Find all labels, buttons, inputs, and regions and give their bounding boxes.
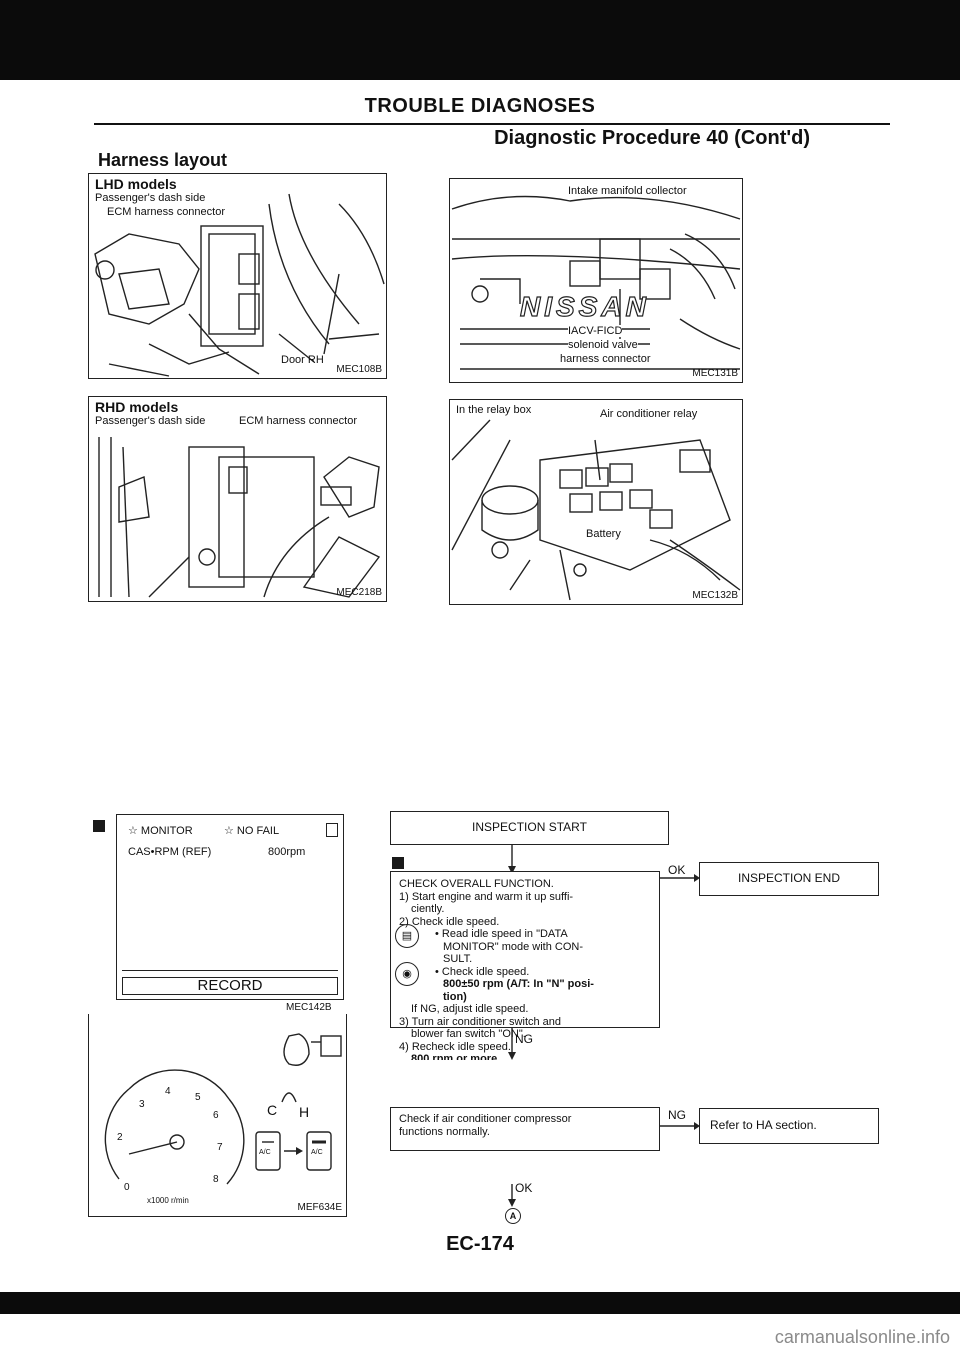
check-line-2: ciently. — [411, 903, 445, 915]
lhd-label-door: Door RH — [281, 354, 324, 366]
rhd-figure: RHD models Passenger's dash side ECM har… — [88, 396, 387, 602]
ch-label-h: H — [299, 1104, 310, 1120]
consult-tool-icon: ▤ — [395, 924, 419, 948]
check-line-0: CHECK OVERALL FUNCTION. — [399, 878, 554, 890]
inspection-start-label: INSPECTION START — [472, 820, 587, 834]
lhd-title: LHD models — [95, 176, 177, 192]
connector-a-icon: A — [505, 1208, 521, 1224]
tach-num-6: 6 — [213, 1110, 219, 1121]
compressor-line-1: functions normally. — [399, 1125, 490, 1138]
intake-label-harness: harness connector — [560, 353, 651, 365]
consult-checkbox[interactable] — [326, 823, 338, 837]
consult-code: MEC142B — [286, 1002, 332, 1013]
relay-label-box: In the relay box — [456, 404, 532, 416]
inspection-end-label: INSPECTION END — [737, 871, 840, 885]
title-rule — [94, 123, 890, 125]
inspection-end-box: INSPECTION END — [699, 862, 879, 896]
check-line-6: SULT. — [443, 953, 473, 965]
record-button[interactable]: RECORD — [122, 977, 338, 995]
consult-nofail: ☆ NO FAIL — [224, 825, 280, 837]
tach-num-2: 2 — [117, 1132, 123, 1143]
arrow-icon — [296, 1147, 303, 1155]
intake-label-collector: Intake manifold collector — [568, 185, 687, 197]
check-line-11: 3) Turn air conditioner switch and — [399, 1015, 562, 1028]
inspection-start-box: INSPECTION START — [390, 811, 669, 845]
check-line-12: blower fan switch "ON". — [411, 1028, 526, 1040]
tach-illustration — [104, 1033, 342, 1185]
consult-row-value: 800rpm — [268, 846, 306, 858]
ok-label-2: OK — [515, 1181, 533, 1195]
consult-screen — [116, 814, 344, 1000]
check-line-8: 800±50 rpm (A/T: In "N" posi- — [443, 978, 594, 990]
refer-ha-box: Refer to HA section. — [699, 1108, 879, 1144]
relay-illustration — [451, 419, 741, 601]
tachometer-tool-icon: ◉ — [395, 962, 419, 986]
tach-num-4: 4 — [165, 1086, 171, 1097]
intake-illustration — [451, 195, 741, 370]
consult-divider — [122, 970, 338, 971]
rhd-illustration — [98, 437, 381, 598]
tach-num-5: 5 — [195, 1092, 201, 1103]
tach-num-7: 7 — [217, 1142, 223, 1153]
relay-label-battery: Battery — [586, 528, 621, 540]
rhd-label-passenger: Passenger's dash side — [95, 415, 206, 427]
intake-label-iacv: IACV-FICD — [568, 325, 623, 337]
tach-num-3: 3 — [139, 1099, 145, 1110]
lhd-figure: LHD models Passenger's dash side ECM har… — [88, 173, 387, 379]
ac-label-off: A/C — [259, 1149, 271, 1156]
watermark: carmanualsonline.info — [774, 1327, 950, 1347]
consult-monitor: ☆ MONITOR — [128, 825, 193, 837]
page-number: EC-174 — [446, 1233, 514, 1255]
consult-figure: ☆ MONITOR ☆ NO FAIL CAS•RPM (REF) 800rpm… — [116, 814, 347, 1014]
lhd-illustration — [94, 193, 385, 377]
lhd-code: MEC108B — [336, 364, 382, 375]
check-line-4: • Read idle speed in "DATA — [435, 928, 568, 940]
ch-label-c: C — [267, 1102, 278, 1118]
rhd-code: MEC218B — [336, 587, 382, 598]
tach-num-0: 0 — [124, 1182, 130, 1193]
ng-label-1: NG — [515, 1032, 533, 1046]
rhd-label-ecm: ECM harness connector — [239, 415, 357, 427]
check-line-3: 2) Check idle speed. — [399, 915, 500, 928]
nissan-logo: NISSAN — [519, 290, 650, 322]
compressor-inner-box: Check if air conditioner compressor func… — [390, 1107, 660, 1151]
ng-label-2: NG — [668, 1108, 686, 1122]
section-title: Harness layout — [98, 150, 228, 170]
relay-code: MEC132B — [692, 590, 738, 601]
check-line-1: 1) Start engine and warm it up suffi- — [399, 890, 574, 903]
rhd-title: RHD models — [95, 399, 179, 415]
check-line-5: MONITOR" mode with CON- — [443, 940, 583, 953]
refer-ha-label: Refer to HA section. — [710, 1118, 817, 1132]
check-overall-box: CHECK OVERALL FUNCTION. 1) Start engine … — [390, 871, 660, 1065]
page-title: TROUBLE DIAGNOSES — [364, 95, 596, 117]
consult-marker-icon — [93, 820, 105, 832]
relay-label-ac: Air conditioner relay — [600, 408, 698, 420]
bottom-black-bar — [0, 1292, 960, 1314]
relay-figure: In the relay box Air conditioner relay B… — [449, 399, 743, 605]
tach-figure: 0 2 3 4 5 6 7 8 x1000 r/min C H A/C A/C … — [88, 1014, 347, 1217]
compressor-line-0: Check if air conditioner compressor — [399, 1113, 572, 1125]
intake-code: MEC131B — [692, 368, 738, 379]
top-black-bar — [0, 0, 960, 80]
lhd-label-ecm: ECM harness connector — [107, 206, 225, 218]
compressor-check-box: Check if air conditioner compressor func… — [390, 1060, 660, 1184]
tach-unit: x1000 r/min — [147, 1196, 189, 1205]
check-line-7: • Check idle speed. — [435, 965, 530, 978]
lhd-label-passenger: Passenger's dash side — [95, 192, 206, 204]
intake-label-solenoid: solenoid valve — [568, 339, 638, 351]
check-line-9: tion) — [443, 990, 467, 1003]
ok-label-1: OK — [668, 863, 686, 877]
consult-row-label: CAS•RPM (REF) — [128, 846, 212, 858]
page-subtitle: Diagnostic Procedure 40 (Cont'd) — [494, 127, 810, 149]
check-line-13: 4) Recheck idle speed. — [399, 1040, 511, 1053]
check-marker-icon — [392, 857, 404, 869]
ac-label-on: A/C — [311, 1149, 323, 1156]
tach-num-8: 8 — [213, 1174, 219, 1185]
tach-code: MEF634E — [297, 1202, 342, 1213]
intake-figure: NISSAN Intake manifold collector IACV-FI… — [449, 178, 743, 383]
check-line-10: If NG, adjust idle speed. — [411, 1003, 529, 1015]
